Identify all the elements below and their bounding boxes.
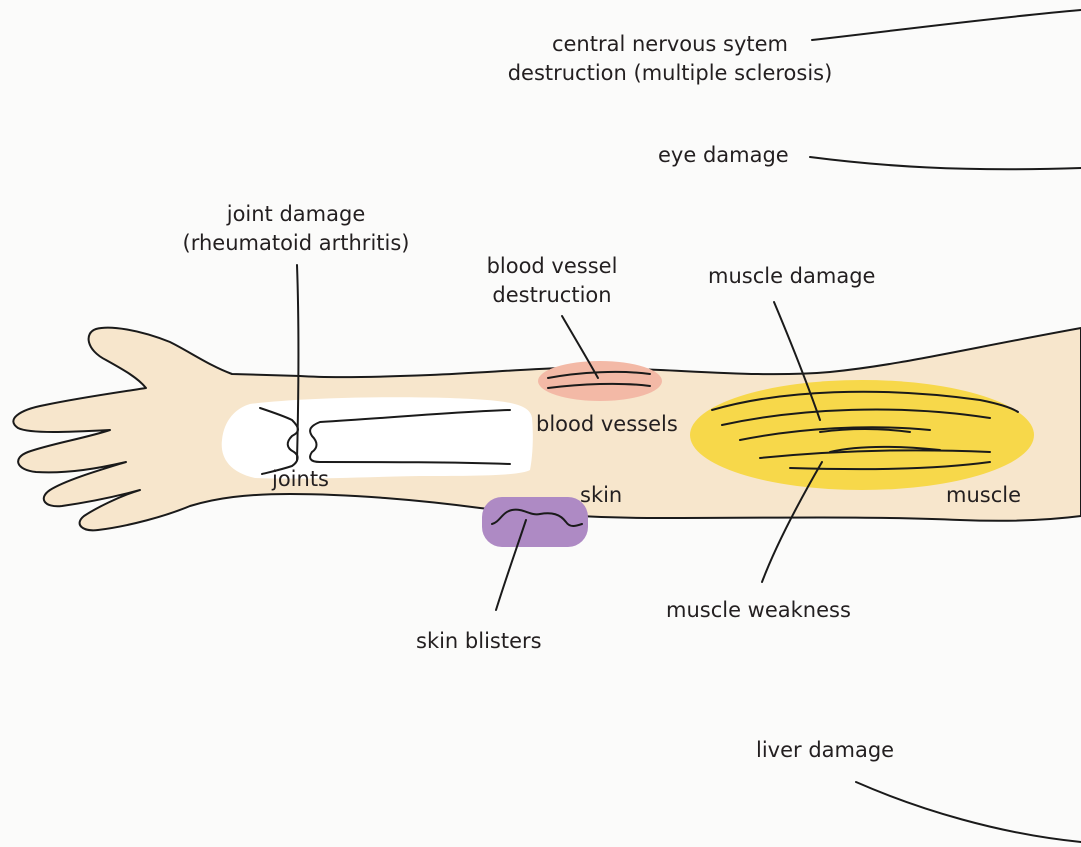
blood-vessels-label: blood vessels	[536, 410, 678, 439]
eye-damage-label: eye damage	[658, 141, 789, 170]
joint-damage-label-line2: (rheumatoid arthritis)	[180, 229, 412, 258]
muscle-patch	[690, 380, 1034, 490]
cns-label-line1: central nervous sytem	[500, 30, 840, 59]
liver-leader	[856, 782, 1081, 842]
muscle-weakness-label: muscle weakness	[666, 596, 851, 625]
blood-vessel-destruction-label-line1: blood vessel	[482, 252, 622, 281]
cns-label-line2: destruction (multiple sclerosis)	[500, 59, 840, 88]
joint-damage-leader	[297, 265, 299, 460]
skin-label: skin	[580, 481, 622, 510]
blood-vessel-patch	[538, 361, 662, 401]
liver-damage-label: liver damage	[756, 736, 894, 765]
skin-patch	[482, 497, 588, 547]
cns-label: central nervous sytem destruction (multi…	[500, 30, 840, 88]
eye-leader	[810, 157, 1081, 169]
joint-damage-label-line1: joint damage	[180, 200, 412, 229]
blood-vessel-destruction-label: blood vessel destruction	[482, 252, 622, 310]
skin-blisters-label: skin blisters	[416, 627, 542, 656]
blood-vessel-destruction-label-line2: destruction	[482, 281, 622, 310]
joint-damage-label: joint damage (rheumatoid arthritis)	[180, 200, 412, 258]
muscle-damage-label: muscle damage	[708, 262, 875, 291]
muscle-label: muscle	[946, 481, 1021, 510]
joints-label: joints	[272, 465, 329, 494]
cns-leader	[812, 10, 1081, 40]
bone-shape	[222, 397, 533, 478]
